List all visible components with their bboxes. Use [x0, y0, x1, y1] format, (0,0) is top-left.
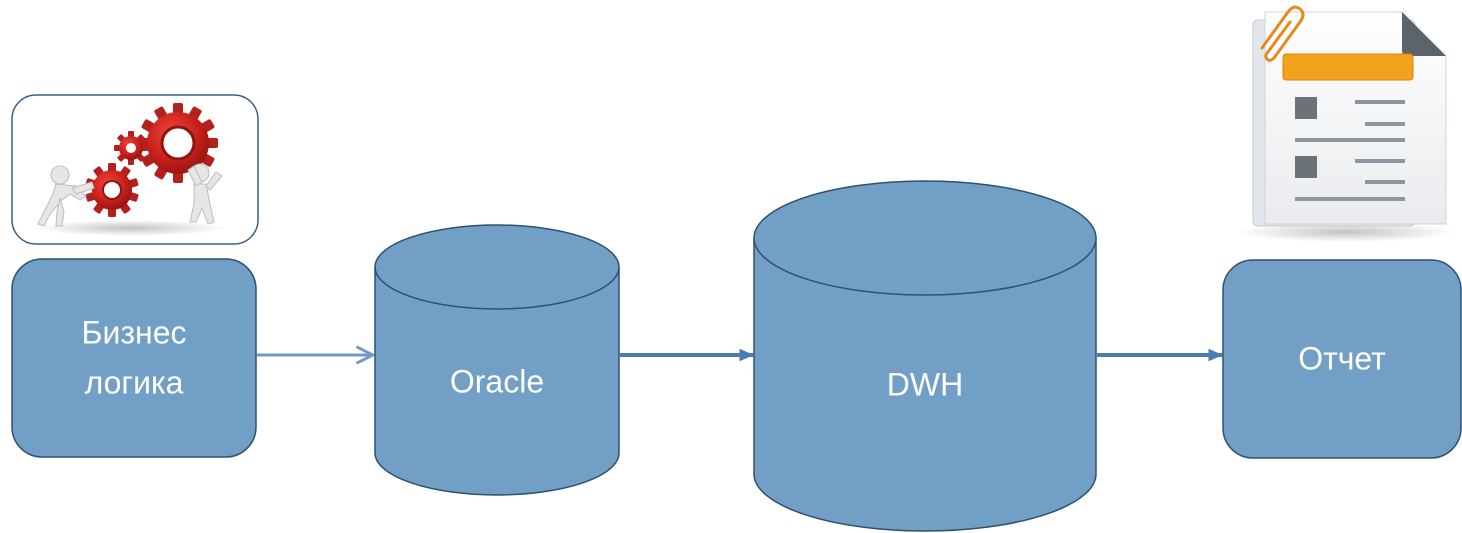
oracle-label: Oracle: [450, 363, 544, 399]
report-node: Отчет: [1222, 259, 1462, 459]
business-logic-label-line1: Бизнес: [81, 314, 186, 350]
report-document-icon: [1238, 5, 1454, 242]
dwh-label: DWH: [887, 366, 963, 402]
oracle-database-node: Oracle: [374, 224, 620, 496]
report-label: Отчет: [1298, 340, 1386, 376]
business-logic-label-line2: логика: [85, 364, 184, 400]
business-logic-node: Бизнес логика: [11, 258, 257, 458]
dwh-database-node: DWH: [753, 180, 1097, 532]
gears-workers-icon: [11, 94, 259, 245]
